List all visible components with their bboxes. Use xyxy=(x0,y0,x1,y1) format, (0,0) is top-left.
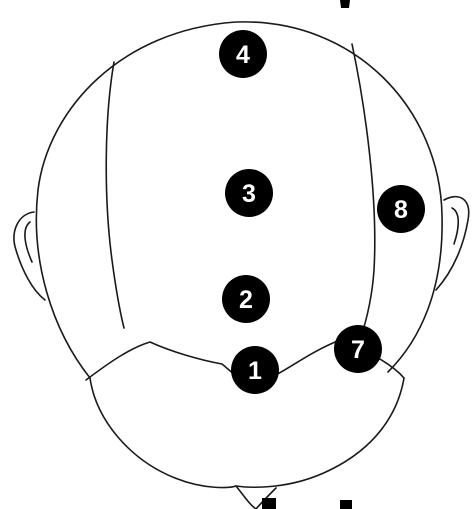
site-marker-label: 8 xyxy=(394,196,408,224)
site-marker-3: 3 xyxy=(225,169,273,217)
site-marker-1: 1 xyxy=(231,346,279,394)
site-marker-label: 7 xyxy=(351,336,365,364)
site-marker-label: 3 xyxy=(242,180,256,208)
site-marker-8: 8 xyxy=(377,185,425,233)
site-marker-label: 1 xyxy=(248,357,262,385)
site-marker-label: 2 xyxy=(239,286,253,314)
left-ear-inner xyxy=(25,222,32,262)
top-text-fragment xyxy=(340,0,350,8)
site-marker-2: 2 xyxy=(222,275,270,323)
site-marker-7: 7 xyxy=(334,325,382,373)
site-marker-label: 4 xyxy=(236,41,250,69)
neck-outline xyxy=(90,378,404,488)
left-parting-line xyxy=(106,62,124,328)
right-ear-inner xyxy=(452,208,458,244)
site-marker-4: 4 xyxy=(219,30,267,78)
bottom-text-fragment xyxy=(262,498,352,509)
marker-layer: 4 3 8 2 7 1 xyxy=(219,30,425,394)
right-parting-line xyxy=(352,44,375,340)
